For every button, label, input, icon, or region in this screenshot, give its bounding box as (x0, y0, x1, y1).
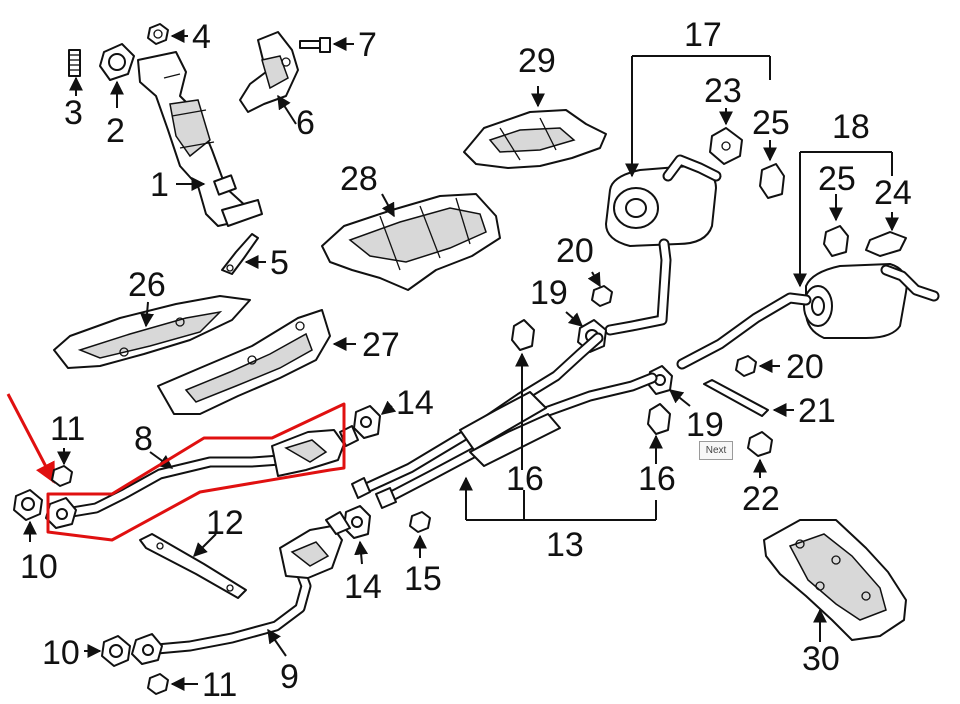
part-23-hanger[interactable] (709, 108, 743, 165)
callout-21: 21 (798, 392, 836, 430)
callout-6: 6 (296, 104, 315, 142)
callout-18: 18 (832, 108, 870, 146)
callout-23: 23 (704, 72, 742, 110)
part-10-gasket-lower[interactable] (84, 635, 131, 667)
callout-19-right: 19 (686, 406, 724, 444)
part-16-hanger-right[interactable] (647, 403, 671, 464)
part-19-gasket-right[interactable] (647, 365, 691, 407)
callout-16-right: 16 (638, 460, 676, 498)
part-30-skid-plate[interactable] (763, 519, 907, 642)
part-14-gasket[interactable] (353, 400, 397, 439)
callout-16: 16 (506, 460, 544, 498)
callout-25-right: 25 (818, 160, 856, 198)
part-4-nut[interactable] (147, 23, 188, 45)
callout-29: 29 (518, 42, 556, 80)
part-6-heat-shield[interactable] (239, 31, 299, 125)
part-2-gasket[interactable] (99, 43, 135, 108)
part-20-nut-right[interactable] (735, 355, 780, 377)
part-28-heat-shield[interactable] (321, 193, 501, 291)
callout-10-lower: 10 (42, 634, 80, 672)
callout-22: 22 (742, 480, 780, 518)
part-17-muffler-assembly[interactable] (604, 55, 771, 336)
part-20-nut[interactable] (587, 271, 613, 307)
callout-24: 24 (874, 174, 912, 212)
callout-25: 25 (752, 104, 790, 142)
part-12-bracket[interactable] (139, 533, 247, 599)
callout-27: 27 (362, 326, 400, 364)
callout-20-right: 20 (786, 348, 824, 386)
part-29-heat-shield[interactable] (463, 86, 607, 169)
part-3-stud[interactable] (68, 49, 83, 96)
callout-11: 11 (50, 410, 85, 448)
callout-30: 30 (802, 640, 840, 678)
part-10-gasket[interactable] (13, 489, 43, 542)
part-9-front-pipe[interactable] (131, 511, 351, 665)
part-13-center-pipe[interactable] (351, 332, 658, 521)
callout-5: 5 (270, 244, 289, 282)
part-25-insulator-right[interactable] (823, 194, 849, 257)
part-14-gasket-lower[interactable] (343, 505, 371, 565)
callout-12: 12 (206, 504, 244, 542)
callout-7: 7 (358, 26, 377, 64)
callout-28: 28 (340, 160, 378, 198)
callout-13: 13 (546, 526, 584, 564)
part-15-nut[interactable] (409, 511, 431, 558)
part-26-heat-shield[interactable] (53, 295, 251, 369)
callout-10: 10 (20, 548, 58, 586)
part-16-hanger[interactable] (511, 319, 535, 470)
callout-15: 15 (404, 560, 442, 598)
callout-8: 8 (134, 420, 153, 458)
part-24-bracket[interactable] (865, 212, 907, 257)
part-18-muffler-assembly[interactable] (793, 151, 940, 339)
callout-1: 1 (150, 166, 169, 204)
part-27-heat-shield[interactable] (157, 309, 356, 415)
part-11-nut-lower[interactable] (147, 673, 198, 695)
callout-26: 26 (128, 266, 166, 304)
part-7-bolt[interactable] (299, 37, 354, 53)
callout-19: 19 (530, 274, 568, 312)
callout-14: 14 (396, 384, 434, 422)
part-21-bracket[interactable] (703, 379, 794, 417)
next-button[interactable]: Next (699, 441, 733, 460)
callout-14-lower: 14 (344, 568, 382, 606)
callout-4: 4 (192, 18, 211, 56)
callout-2: 2 (106, 112, 125, 150)
callout-9: 9 (280, 658, 299, 696)
callout-17: 17 (684, 16, 722, 54)
part-5-bracket[interactable] (221, 233, 266, 275)
part-25-insulator[interactable] (759, 140, 785, 199)
callout-3: 3 (64, 94, 83, 132)
part-11-nut[interactable] (51, 448, 73, 487)
highlight-outline (6, 393, 346, 542)
callout-11-lower: 11 (202, 666, 237, 704)
callout-20: 20 (556, 232, 594, 270)
part-1-catalytic-converter[interactable] (137, 51, 263, 227)
intermediate-pipe-right[interactable] (676, 292, 812, 370)
part-22-nut[interactable] (747, 431, 773, 478)
part-8-front-pipe[interactable] (45, 425, 359, 529)
